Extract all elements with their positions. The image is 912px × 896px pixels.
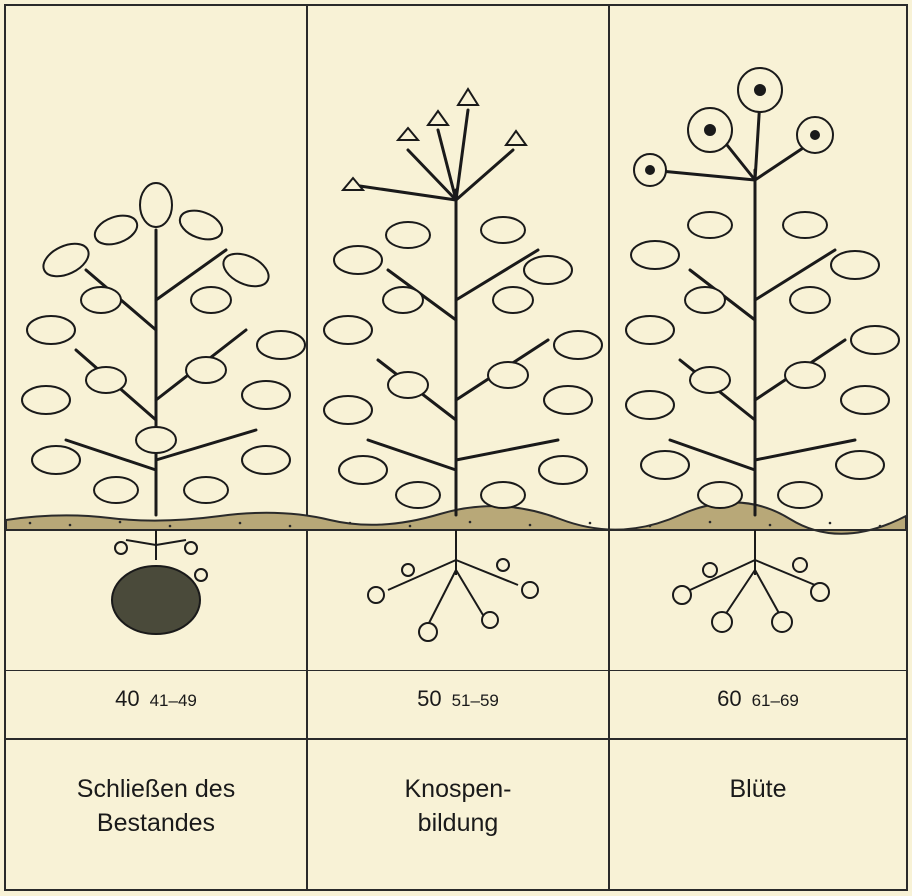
stage-column-40: 40 41–49 Schließen des Bestandes [6, 0, 306, 896]
stage-label: Knospen- bildung [308, 772, 608, 840]
stage-code-row: 50 51–59 [308, 686, 608, 726]
secondary-stage-range: 41–49 [150, 691, 197, 711]
potato-plant-flowering-illustration [610, 0, 906, 670]
principal-stage-code: 50 [417, 686, 441, 712]
stage-column-60: 60 61–69 Blüte [610, 0, 906, 896]
seed-tuber [112, 566, 200, 634]
stage-label: Schließen des Bestandes [6, 772, 306, 840]
secondary-stage-range: 61–69 [752, 691, 799, 711]
stage-code-row: 40 41–49 [6, 686, 306, 726]
flower-cluster [634, 68, 833, 186]
principal-stage-code: 40 [115, 686, 139, 712]
stage-code-row: 60 61–69 [610, 686, 906, 726]
stage-column-50: 50 51–59 Knospen- bildung [308, 0, 608, 896]
stage-label: Blüte [610, 772, 906, 806]
principal-stage-code: 60 [717, 686, 741, 712]
secondary-stage-range: 51–59 [452, 691, 499, 711]
potato-plant-budding-illustration [308, 0, 608, 670]
potato-plant-closing-illustration [6, 0, 306, 670]
